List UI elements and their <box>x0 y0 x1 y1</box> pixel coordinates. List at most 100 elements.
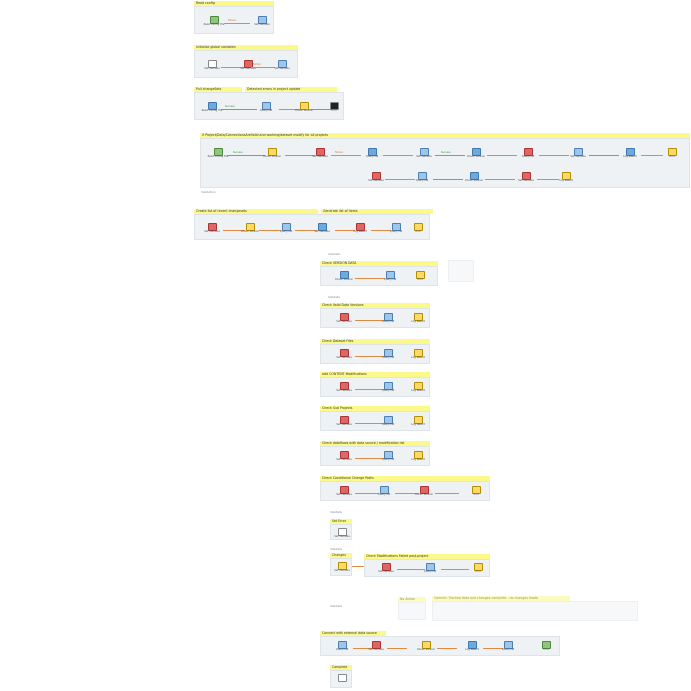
group-complete[interactable]: Complete <box>330 665 352 688</box>
db-icon <box>418 172 427 180</box>
step-node[interactable]: Log Result <box>403 415 433 427</box>
db-icon <box>384 313 393 321</box>
link-label[interactable]: Validate <box>330 604 343 608</box>
step-node[interactable]: End <box>319 101 349 113</box>
step-node[interactable]: Log Result <box>551 171 581 183</box>
group-check-dataflows[interactable]: Check dataflows with data source / modif… <box>320 441 433 466</box>
step-node[interactable]: Read Config File <box>199 15 229 27</box>
step-node[interactable]: Check Version <box>235 222 265 234</box>
step-node[interactable]: Set Variable <box>247 15 277 27</box>
step-node[interactable]: Set Variable <box>329 415 359 427</box>
step-node[interactable]: Query DB <box>251 101 281 113</box>
step-node[interactable]: Query DB <box>327 640 357 652</box>
step-node[interactable]: Check Version <box>289 101 319 113</box>
step-node[interactable]: Query DB <box>513 147 543 159</box>
group-validate-projects[interactable]: If Project/Data/ConnectionsAreValid and … <box>200 133 690 188</box>
step-node[interactable]: Log Result <box>403 348 433 360</box>
step-node[interactable]: End <box>461 485 491 497</box>
step-node[interactable]: Query DB <box>357 147 387 159</box>
step-node[interactable]: Set Variable <box>409 147 439 159</box>
step-node[interactable]: Set Variable <box>327 527 357 539</box>
step-node[interactable]: Check Version <box>329 270 359 282</box>
module-icon <box>522 172 531 180</box>
group-read-config[interactable]: Read config Read Config File Failure Set… <box>194 1 277 34</box>
step-node[interactable]: Set Variable <box>197 59 227 71</box>
step-node[interactable]: Set Variable <box>329 312 359 324</box>
step-node[interactable]: Check Version <box>257 147 287 159</box>
group-check-conditional-paths[interactable]: Check Conditional Change Paths Set Varia… <box>320 476 491 501</box>
step-node[interactable]: Set Variable <box>329 348 359 360</box>
step-node[interactable]: Query DB <box>373 348 403 360</box>
step-node[interactable]: Query DB <box>375 270 405 282</box>
step-node[interactable]: Set Variable <box>329 485 359 497</box>
group-changes[interactable]: Changes Set Variable <box>330 553 352 576</box>
step-node[interactable]: Query DB <box>373 312 403 324</box>
step-node[interactable]: Set Variable <box>511 171 541 183</box>
link-label[interactable]: Validate <box>328 295 341 299</box>
step-node[interactable]: Set Variable <box>329 381 359 393</box>
step-node[interactable]: Set Variable <box>267 59 297 71</box>
group-recent-changesets[interactable]: Create list of recent changesets Generat… <box>194 209 433 240</box>
link-label[interactable]: Validate <box>330 547 343 551</box>
step-node[interactable]: Set Variable <box>233 59 263 71</box>
step-node[interactable]: Set Variable <box>361 171 391 183</box>
step-node[interactable]: Check Version <box>459 171 489 183</box>
step-node[interactable]: Query DB <box>373 415 403 427</box>
step-node[interactable]: Check Version <box>409 485 439 497</box>
link-label[interactable]: Validate <box>330 510 343 514</box>
group-check-mods-failed[interactable]: Check Modifications Failed post-project … <box>364 554 493 577</box>
step-node[interactable]: Read Config File <box>203 147 233 159</box>
step-node[interactable]: End <box>657 147 687 159</box>
step-node[interactable]: Set Variable <box>371 562 401 574</box>
group-check-valid-versions[interactable]: Check Valid Data Versions Set Variable Q… <box>320 303 433 328</box>
group-add-content-mods[interactable]: Add CONTENT Modifications Set Variable Q… <box>320 372 433 397</box>
connector <box>435 155 465 156</box>
step-node[interactable]: Query DB <box>407 171 437 183</box>
step-node[interactable]: Query DB <box>493 640 523 652</box>
step-node[interactable]: End <box>463 562 493 574</box>
link-label[interactable]: Validate <box>328 252 341 256</box>
step-node[interactable]: Query DB <box>271 222 301 234</box>
step-node[interactable]: Set Variable <box>563 147 593 159</box>
step-node[interactable]: Log Result <box>615 147 645 159</box>
group-external-data[interactable]: Connect with external data source Query … <box>320 631 561 656</box>
group-check-version-data[interactable]: Check VERSION DATA Check Version Query D… <box>320 261 438 286</box>
connector <box>641 155 663 156</box>
step-node[interactable]: End <box>531 640 561 652</box>
step-node[interactable]: End <box>403 222 433 234</box>
step-node[interactable]: Set Variable <box>307 222 337 234</box>
step-node[interactable]: Set Variable <box>361 640 391 652</box>
step-node[interactable]: End <box>405 270 435 282</box>
step-node[interactable]: Set Variable <box>327 561 357 573</box>
group-init-vars[interactable]: Initialize global variables Set Variable… <box>194 45 298 78</box>
group-check-sub-projects[interactable]: Check Sub Projects Set Variable Query DB… <box>320 406 433 431</box>
step-node[interactable]: Log Result <box>403 450 433 462</box>
step-node[interactable]: Set Variable <box>305 147 335 159</box>
step-node[interactable]: Query DB <box>373 381 403 393</box>
collapsed-group[interactable] <box>448 260 474 282</box>
step-node[interactable]: Check Version <box>411 640 441 652</box>
step-node[interactable]: Query DB <box>373 450 403 462</box>
step-node[interactable]: Query DB <box>381 222 411 234</box>
step-node[interactable] <box>327 673 357 685</box>
group-pull-changesets[interactable]: Pull changeSets Detected errors in proje… <box>194 87 344 120</box>
step-node[interactable]: Log Result <box>403 312 433 324</box>
group-check-dataset-files[interactable]: Check Dataset Files Set Variable Query D… <box>320 339 433 364</box>
connector <box>485 179 515 180</box>
step-node[interactable]: Log Result <box>345 222 375 234</box>
step-node[interactable]: Set Variable <box>197 222 227 234</box>
step-node[interactable]: Log Result <box>457 640 487 652</box>
step-node[interactable]: Query DB <box>415 562 445 574</box>
connector <box>437 648 457 649</box>
step-node[interactable]: Read Config File <box>197 101 227 113</box>
connector <box>221 109 257 110</box>
step-node[interactable]: Query DB <box>369 485 399 497</box>
step-node[interactable]: Log Result <box>403 381 433 393</box>
check-icon <box>542 641 551 649</box>
step-node[interactable]: Check Version <box>461 147 491 159</box>
group-set-error[interactable]: Set Error Set Variable <box>330 519 352 540</box>
link-label[interactable]: Validation <box>201 190 216 194</box>
group-commit[interactable]: Commit: Tracked data and changes complet… <box>432 596 638 621</box>
step-node[interactable]: Set Variable <box>329 450 359 462</box>
group-no-action[interactable]: No Action <box>398 597 426 620</box>
